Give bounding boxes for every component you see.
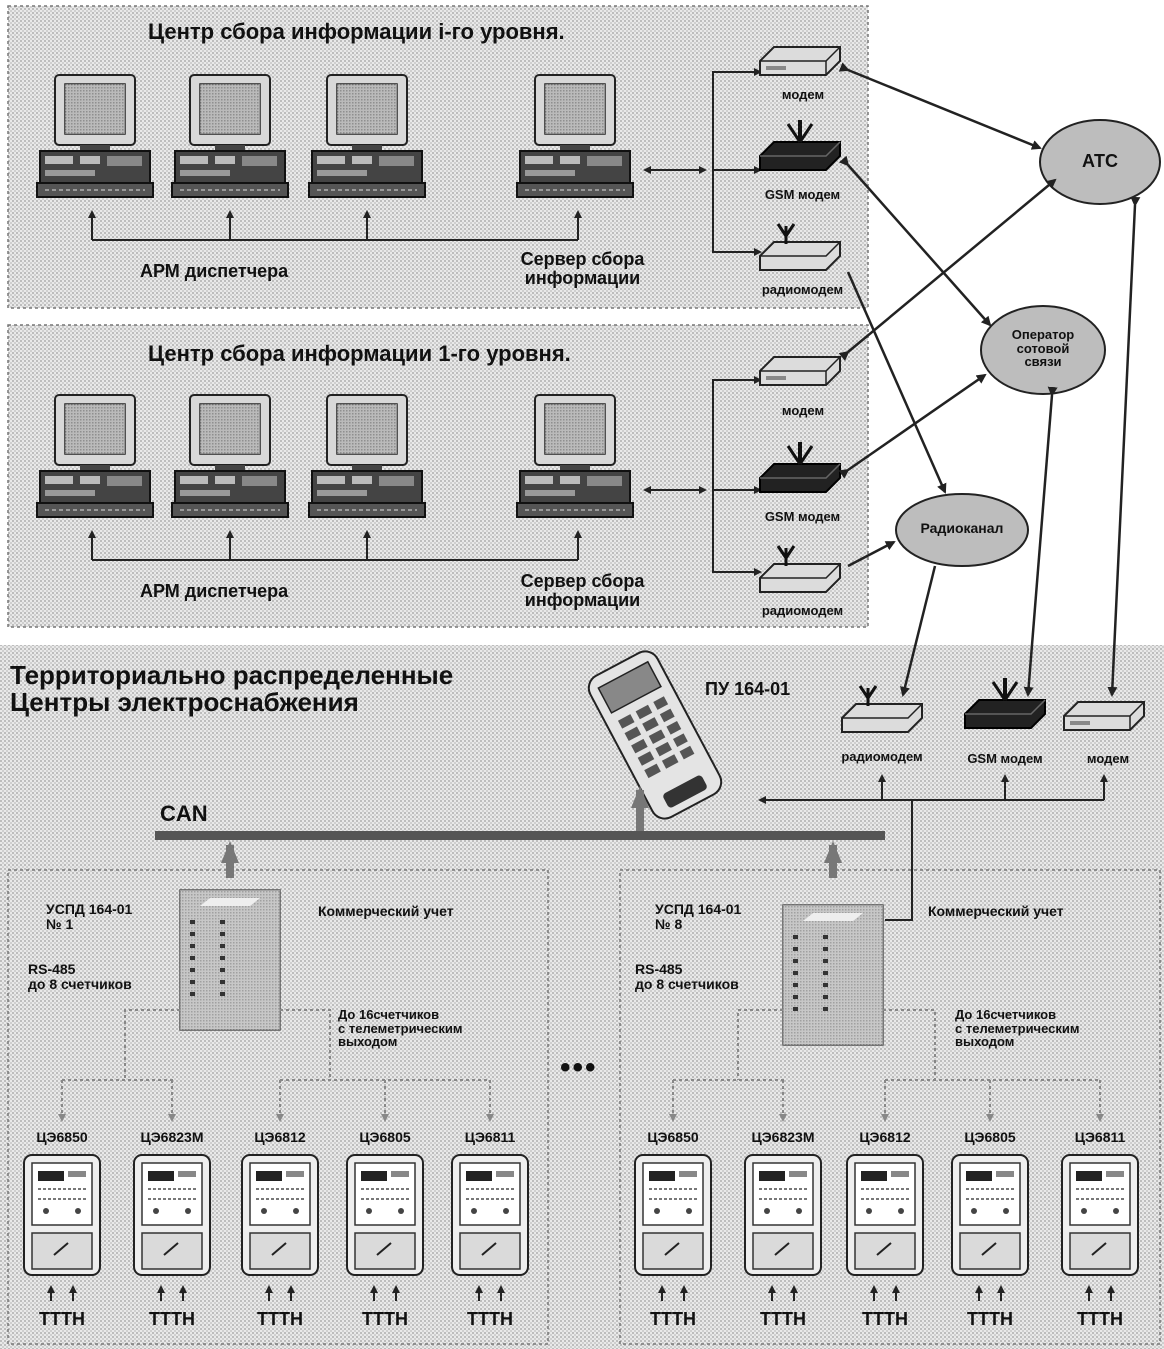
ttn-label: ТТТН xyxy=(967,1309,1013,1329)
uspd-1-wiring xyxy=(58,1009,494,1122)
handheld-terminal xyxy=(587,650,723,820)
ttn-label: ТТТН xyxy=(760,1309,806,1329)
center-1-title: Центр сбора информации 1-го уровня. xyxy=(148,341,571,366)
center-1-arm-label: АРМ диспетчера xyxy=(140,581,289,601)
ttn-label: ТТТН xyxy=(650,1309,696,1329)
center-1-radio-label: радиомодем xyxy=(761,603,844,618)
center-1-lan xyxy=(88,376,762,576)
center-i-arm-label: АРМ диспетчера xyxy=(140,261,289,281)
ttn-label: ТТТН xyxy=(39,1309,85,1329)
handheld-label: ПУ 164-01 xyxy=(705,679,791,699)
meter-label: ЦЭ6811 xyxy=(1074,1129,1126,1145)
ttn-label: ТТТН xyxy=(257,1309,303,1329)
ttn-label: ТТТН xyxy=(362,1309,408,1329)
center-1-workstations xyxy=(36,394,634,518)
meter-label: ЦЭ6805 xyxy=(359,1129,411,1145)
server-i xyxy=(516,74,634,198)
center-i-gsm-label: GSM модем xyxy=(764,187,841,202)
meter-label: ЦЭ6812 xyxy=(254,1129,306,1145)
network-links xyxy=(838,62,1141,697)
ellipsis: ••• xyxy=(560,1051,598,1084)
server-1 xyxy=(516,394,634,518)
meter-label: ЦЭ6823М xyxy=(751,1129,815,1145)
center-i-lan xyxy=(88,68,762,256)
uspd-8-cabinet xyxy=(782,904,884,1046)
meter-label: ЦЭ6823М xyxy=(140,1129,204,1145)
center-1-panel xyxy=(7,324,869,628)
can-bus xyxy=(155,786,885,878)
meter-label: ЦЭ6811 xyxy=(464,1129,516,1145)
center-i-title: Центр сбора информации i-го уровня. xyxy=(148,19,565,44)
ttn-label: ТТТН xyxy=(1077,1309,1123,1329)
center-i-panel xyxy=(7,5,869,309)
center-1-gsm-label: GSM модем xyxy=(764,509,841,524)
ats-label: АТС xyxy=(1081,151,1119,171)
center-1-modem-label: модем xyxy=(781,403,825,418)
radio-label: Радиоканал xyxy=(920,520,1004,536)
uspd-1-account: Коммерческий учет xyxy=(318,903,454,919)
center-i-workstations xyxy=(36,74,634,198)
uspd-1-cabinet xyxy=(179,889,281,1031)
uspd-8-account: Коммерческий учет xyxy=(928,903,1064,919)
meter-label: ЦЭ6850 xyxy=(647,1129,699,1145)
center-i-radio-label: радиомодем xyxy=(761,282,844,297)
can-label: CAN xyxy=(160,801,208,826)
ttn-label: ТТТН xyxy=(149,1309,195,1329)
center-i-modem-label: модем xyxy=(781,87,825,102)
meter-label: ЦЭ6812 xyxy=(859,1129,911,1145)
field-gsm-label: GSM модем xyxy=(967,751,1043,766)
ttn-label: ТТТН xyxy=(862,1309,908,1329)
field-radio-label: радиомодем xyxy=(841,749,923,764)
ats-ellipse xyxy=(1039,119,1161,205)
meter-label: ЦЭ6805 xyxy=(964,1129,1016,1145)
ttn-label: ТТТН xyxy=(467,1309,513,1329)
uspd-8-wiring xyxy=(669,1009,1104,1122)
meter-label: ЦЭ6850 xyxy=(36,1129,88,1145)
field-modem-label: модем xyxy=(1086,751,1130,766)
field-modem-bus xyxy=(758,774,1108,921)
